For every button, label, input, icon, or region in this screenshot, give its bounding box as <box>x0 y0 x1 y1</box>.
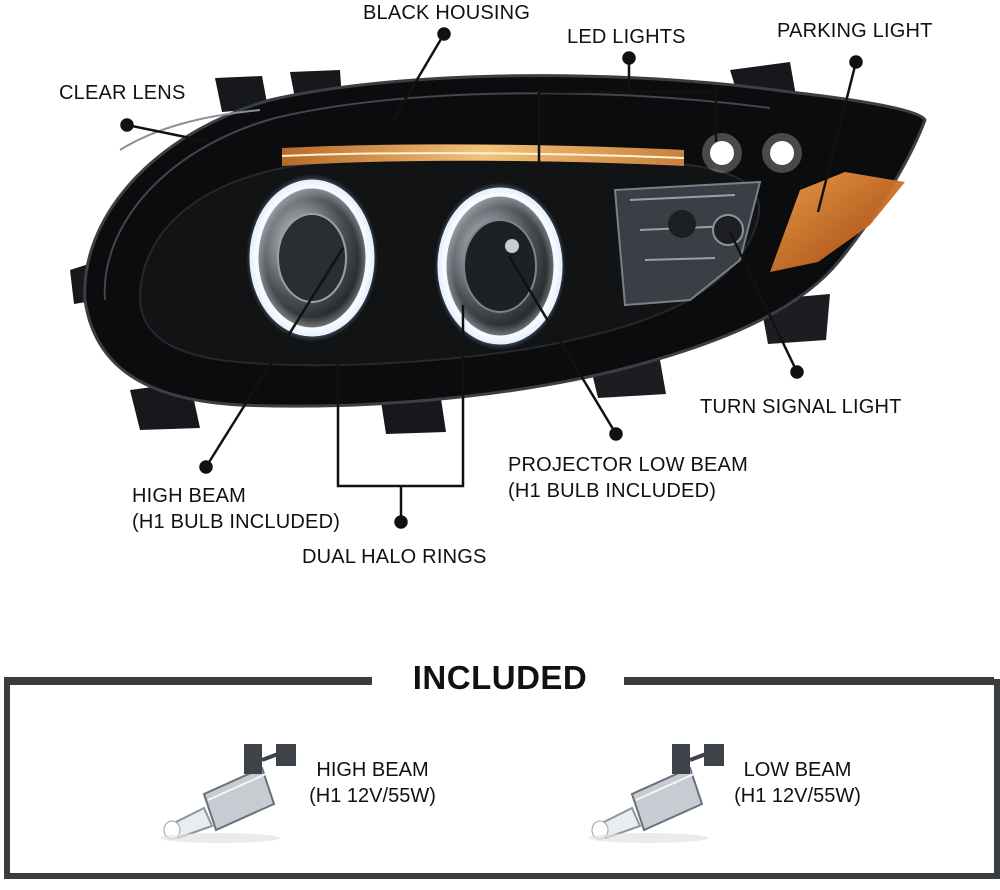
included-item-low-beam: LOW BEAM (H1 12V/55W) <box>730 757 865 809</box>
included-frame <box>4 679 1000 879</box>
callout-lines <box>120 27 863 529</box>
callout-dual-halo-rings: DUAL HALO RINGS <box>302 546 487 568</box>
callout-high-beam-line2: (H1 BULB INCLUDED) <box>132 511 341 533</box>
callout-parking-light: PARKING LIGHT <box>777 20 933 42</box>
callout-turn-signal-light: TURN SIGNAL LIGHT <box>700 396 902 418</box>
included-frame-top-right <box>624 677 994 685</box>
headlight-assembly <box>70 62 927 434</box>
callout-projector-low-beam: PROJECTOR LOW BEAM (H1 BULB INCLUDED) <box>508 452 748 504</box>
included-item-high-beam-spec: (H1 12V/55W) <box>309 785 436 807</box>
callout-clear-lens: CLEAR LENS <box>59 82 186 104</box>
included-item-low-beam-spec: (H1 12V/55W) <box>734 785 861 807</box>
led-dot <box>710 141 734 165</box>
callout-projector-low-beam-line2: (H1 BULB INCLUDED) <box>508 480 717 502</box>
mounting-tab <box>215 76 268 112</box>
callout-led-lights: LED LIGHTS <box>567 26 686 48</box>
callout-black-housing: BLACK HOUSING <box>363 2 531 24</box>
headlight-diagram <box>70 27 927 529</box>
h1-bulb-icon <box>588 744 724 843</box>
callout-high-beam-line1: HIGH BEAM <box>132 485 247 507</box>
led-strip <box>282 144 684 166</box>
included-title: INCLUDED <box>412 659 588 696</box>
callout-projector-low-beam-line1: PROJECTOR LOW BEAM <box>508 454 748 476</box>
h1-bulb-icon <box>160 744 296 843</box>
included-frame-top-left <box>4 677 372 685</box>
led-dot <box>770 141 794 165</box>
parking-light <box>770 172 905 272</box>
included-item-high-beam: HIGH BEAM (H1 12V/55W) <box>305 757 440 809</box>
turn-signal-bulb <box>712 214 744 246</box>
included-item-low-beam-name: LOW BEAM <box>743 759 852 781</box>
included-item-high-beam-name: HIGH BEAM <box>316 759 429 781</box>
callout-high-beam: HIGH BEAM (H1 BULB INCLUDED) <box>132 483 340 535</box>
